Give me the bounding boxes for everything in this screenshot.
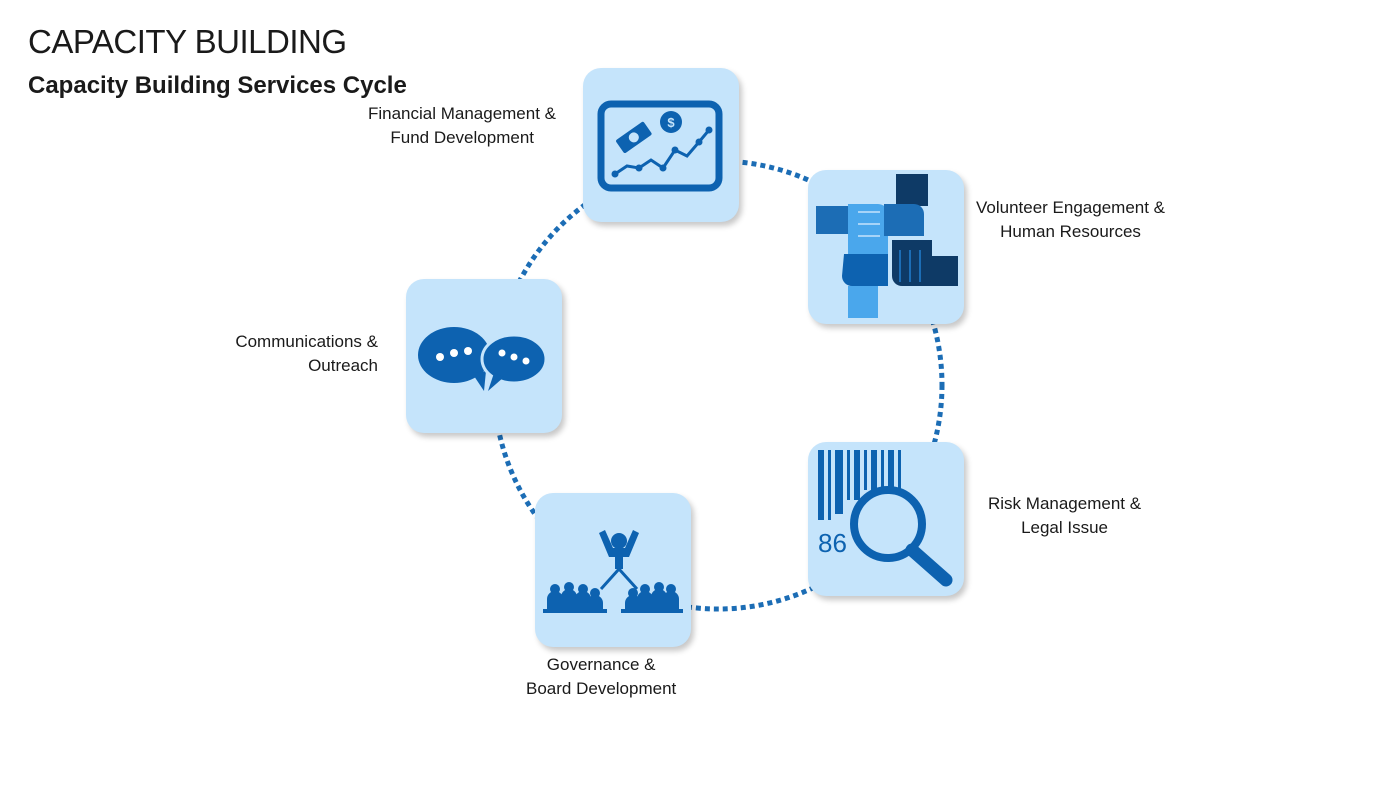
board-audience-icon xyxy=(543,530,683,613)
label-communications-line-2: Outreach xyxy=(308,356,378,375)
label-volunteer-line-1: Volunteer Engagement & xyxy=(976,198,1166,217)
label-financial-line-2: Fund Development xyxy=(390,128,534,147)
barcode-number: 86 xyxy=(818,528,847,558)
joined-hands-icon xyxy=(816,174,958,318)
node-financial[interactable]: $ xyxy=(583,68,739,222)
barcode-magnifier-icon: 86 xyxy=(818,450,953,587)
node-communications[interactable] xyxy=(406,279,562,433)
node-governance[interactable] xyxy=(535,493,691,647)
money-chart-icon: $ xyxy=(597,100,723,192)
label-volunteer-line-2: Human Resources xyxy=(1000,222,1141,241)
label-communications-line-1: Communications & xyxy=(235,332,378,351)
label-risk: Risk Management & Legal Issue xyxy=(988,492,1141,540)
speech-bubbles-icon xyxy=(418,327,548,391)
svg-text:$: $ xyxy=(667,115,675,130)
node-volunteer[interactable] xyxy=(808,170,964,324)
label-volunteer: Volunteer Engagement & Human Resources xyxy=(976,196,1165,244)
page-title: CAPACITY BUILDING xyxy=(28,23,347,60)
label-governance-line-2: Board Development xyxy=(526,679,677,698)
node-risk[interactable]: 86 xyxy=(808,442,964,596)
label-financial-line-1: Financial Management & xyxy=(367,104,556,123)
label-governance: Governance & Board Development xyxy=(526,653,676,701)
label-risk-line-1: Risk Management & xyxy=(988,494,1142,513)
label-financial: Financial Management & Fund Development xyxy=(368,102,556,150)
page-subtitle: Capacity Building Services Cycle xyxy=(28,72,407,99)
label-governance-line-1: Governance & xyxy=(546,655,656,674)
label-communications: Communications & Outreach xyxy=(235,330,378,378)
label-risk-line-2: Legal Issue xyxy=(1021,518,1109,537)
